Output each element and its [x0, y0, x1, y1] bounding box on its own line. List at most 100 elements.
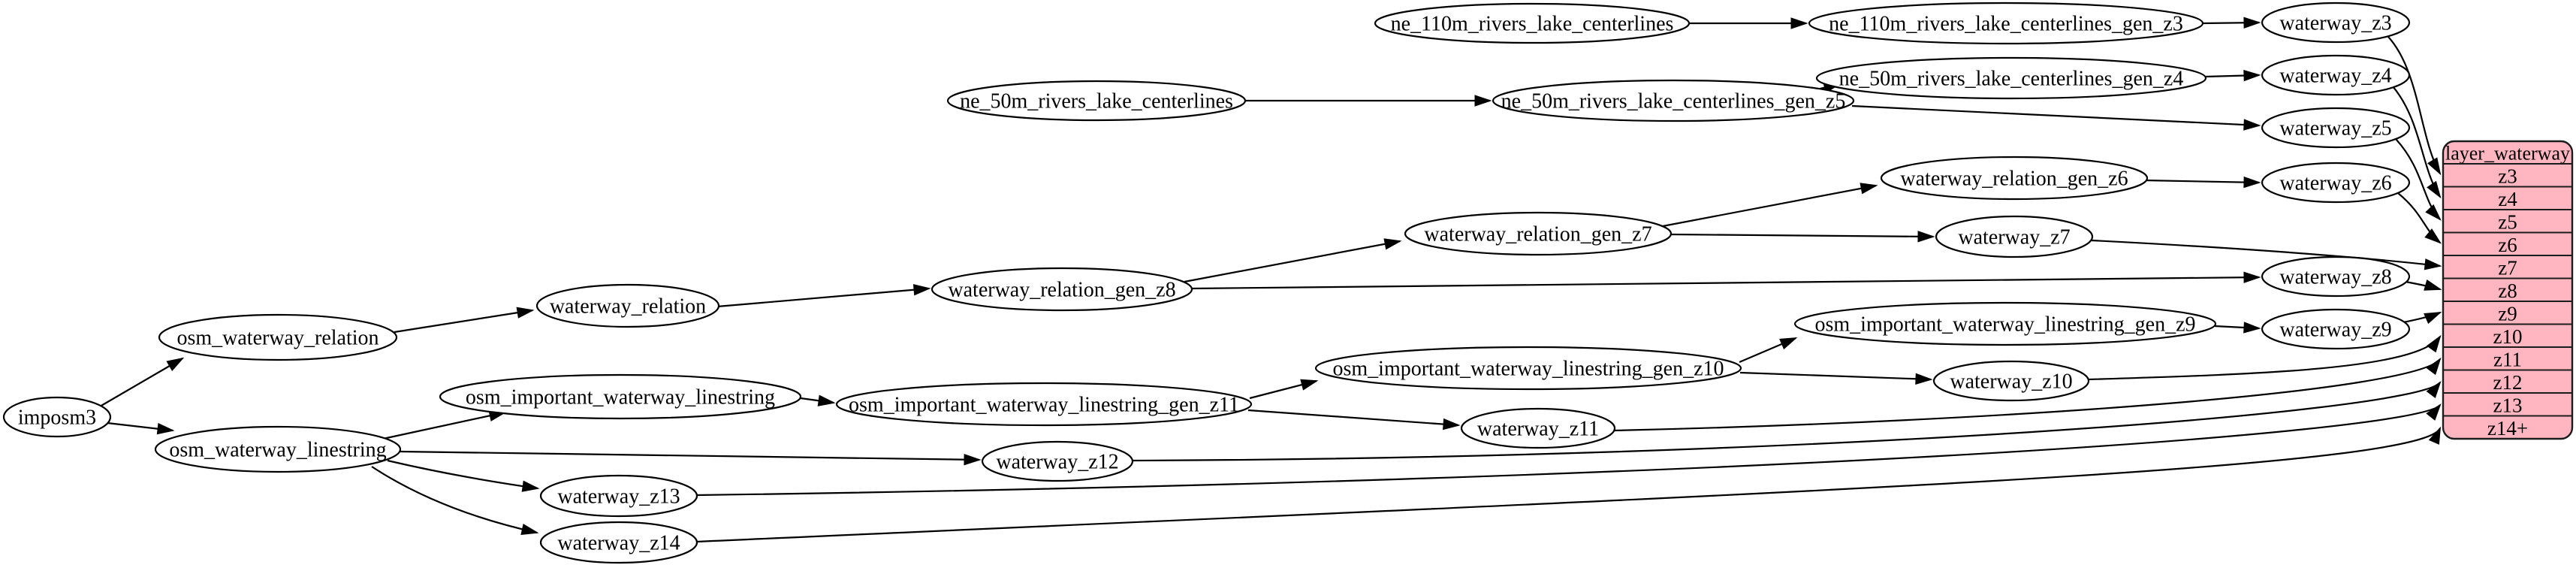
node-osm_important_waterway_linestring_gen_z9-ellipse	[1793, 301, 2217, 346]
table-row-z7: z7	[2498, 256, 2517, 279]
node-waterway_z6-ellipse	[2261, 162, 2411, 204]
edge-waterway_relation_gen_z6-to-waterway_z6	[2143, 176, 2261, 189]
node-waterway_z4-ellipse	[2261, 54, 2411, 96]
edge-waterway_z4-to-layer_waterway:z4	[2392, 86, 2442, 199]
node-waterway_z3-label: waterway_z3	[2279, 12, 2391, 35]
node-osm_important_waterway_linestring-label: osm_important_waterway_linestring	[466, 386, 775, 409]
node-waterway_relation-ellipse	[535, 283, 720, 328]
edge-waterway_z9-to-layer_waterway:z9	[2403, 311, 2442, 325]
edge-waterway_z13-to-layer_waterway:z13	[696, 403, 2442, 497]
edge-osm_waterway_linestring-to-waterway_z12	[400, 450, 982, 466]
node-waterway_relation-label: waterway_relation	[550, 295, 706, 319]
edges-layer	[99, 17, 2442, 543]
node-waterway_z3-ellipse	[2261, 2, 2411, 44]
node-waterway_z10: waterway_z10	[1932, 360, 2090, 402]
node-waterway_z8-ellipse	[2261, 255, 2411, 298]
edge-osm_waterway_linestring-to-osm_important_waterway_linestring	[382, 409, 507, 440]
node-ne_50m_rivers_lake_centerlines-ellipse	[946, 80, 1247, 122]
table-row-z11: z11	[2493, 348, 2522, 370]
edge-imposm3-to-osm_waterway_linestring	[107, 421, 175, 435]
node-ne_50m_rivers_lake_centerlines_gen_z4: ne_50m_rivers_lake_centerlines_gen_z4	[1815, 56, 2207, 100]
edge-waterway_z5-to-layer_waterway:z5	[2395, 138, 2442, 221]
node-osm_waterway_linestring-label: osm_waterway_linestring	[169, 439, 386, 462]
node-waterway_z9-label: waterway_z9	[2279, 319, 2391, 342]
node-waterway_z12-label: waterway_z12	[996, 451, 1118, 474]
node-ne_50m_rivers_lake_centerlines_gen_z5-ellipse	[1492, 79, 1855, 122]
edge-osm_important_waterway_linestring_gen_z10-to-osm_important_waterway_linestring_gen_z9	[1739, 337, 1798, 364]
edge-waterway_z14-to-layer_waterway:z14+	[696, 426, 2442, 543]
node-ne_50m_rivers_lake_centerlines-label: ne_50m_rivers_lake_centerlines	[960, 90, 1233, 113]
node-osm_important_waterway_linestring_gen_z10-label: osm_important_waterway_linestring_gen_z1…	[1333, 358, 1724, 381]
node-waterway_z6-label: waterway_z6	[2279, 172, 2391, 195]
node-waterway_z12: waterway_z12	[981, 440, 1134, 482]
node-waterway_relation: waterway_relation	[535, 283, 720, 328]
table-row-z3: z3	[2498, 165, 2517, 187]
node-waterway_z4-label: waterway_z4	[2279, 65, 2391, 88]
edge-waterway_z3-to-layer_waterway:z3	[2387, 36, 2442, 176]
node-waterway_z5: waterway_z5	[2261, 107, 2411, 149]
node-waterway_relation_gen_z6-ellipse	[1880, 156, 2149, 201]
edge-waterway_relation_gen_z8-to-waterway_z8	[1190, 271, 2261, 290]
node-ne_110m_rivers_lake_centerlines_gen_z3: ne_110m_rivers_lake_centerlines_gen_z3	[1808, 2, 2204, 45]
edge-osm_waterway_linestring-to-waterway_z13	[387, 459, 540, 492]
node-waterway_z5-ellipse	[2261, 107, 2411, 149]
node-osm_waterway_relation-label: osm_waterway_relation	[176, 327, 379, 350]
layer-waterway-table-title: layer_waterway	[2445, 143, 2570, 165]
node-waterway_z5-label: waterway_z5	[2279, 117, 2391, 140]
node-waterway_z13-label: waterway_z13	[557, 485, 680, 509]
node-ne_110m_rivers_lake_centerlines: ne_110m_rivers_lake_centerlines	[1374, 2, 1691, 44]
node-waterway_relation_gen_z7-label: waterway_relation_gen_z7	[1424, 223, 1651, 246]
node-waterway_z3: waterway_z3	[2261, 2, 2411, 44]
node-waterway_z8: waterway_z8	[2261, 255, 2411, 298]
node-waterway_z4: waterway_z4	[2261, 54, 2411, 96]
node-waterway_z14: waterway_z14	[539, 521, 698, 564]
node-waterway_z6: waterway_z6	[2261, 162, 2411, 204]
table-row-z6: z6	[2498, 234, 2517, 256]
node-osm_waterway_relation: osm_waterway_relation	[158, 313, 398, 361]
node-waterway_z12-ellipse	[981, 440, 1134, 482]
node-waterway_z13-ellipse	[539, 474, 698, 518]
node-ne_50m_rivers_lake_centerlines_gen_z5: ne_50m_rivers_lake_centerlines_gen_z5	[1492, 79, 1855, 122]
node-waterway_z7-label: waterway_z7	[1958, 226, 2070, 249]
node-osm_important_waterway_linestring_gen_z9: osm_important_waterway_linestring_gen_z9	[1793, 301, 2217, 346]
node-imposm3-label: imposm3	[18, 406, 96, 430]
table-row-z9: z9	[2498, 302, 2517, 325]
edge-waterway_relation_gen_z7-to-waterway_relation_gen_z6	[1662, 183, 1878, 228]
table-row-z13: z13	[2493, 394, 2523, 416]
edge-osm_important_waterway_linestring_gen_z9-to-waterway_z9	[2214, 322, 2261, 334]
node-ne_50m_rivers_lake_centerlines_gen_z5-label: ne_50m_rivers_lake_centerlines_gen_z5	[1501, 90, 1846, 113]
table-row-z12: z12	[2493, 371, 2523, 394]
edge-osm_important_waterway_linestring-to-osm_important_waterway_linestring_gen_z11	[800, 394, 836, 406]
node-osm_important_waterway_linestring-ellipse	[439, 373, 802, 420]
edge-imposm3-to-osm_waterway_relation	[99, 357, 185, 407]
edge-ne_50m_rivers_lake_centerlines_gen_z4-to-waterway_z4	[2205, 69, 2261, 82]
node-waterway_z14-label: waterway_z14	[557, 532, 680, 555]
node-osm_waterway_relation-ellipse	[158, 313, 398, 361]
node-waterway_z11-ellipse	[1460, 407, 1616, 449]
table-row-z8: z8	[2498, 279, 2517, 302]
edge-waterway_z10-to-layer_waterway:z10	[2088, 334, 2442, 381]
node-waterway_z7-ellipse	[1935, 215, 2094, 258]
edge-osm_important_waterway_linestring_gen_z10-to-waterway_z10	[1739, 371, 1933, 385]
edge-osm_waterway_linestring-to-waterway_z14	[371, 466, 539, 536]
node-ne_50m_rivers_lake_centerlines_gen_z4-ellipse	[1815, 56, 2207, 100]
node-waterway_relation_gen_z8-ellipse	[931, 267, 1193, 312]
node-waterway_z9-ellipse	[2261, 308, 2411, 350]
edge-waterway_relation-to-waterway_relation_gen_z8	[716, 284, 931, 308]
table-row-z10: z10	[2493, 325, 2523, 348]
node-ne_110m_rivers_lake_centerlines-label: ne_110m_rivers_lake_centerlines	[1391, 13, 1674, 36]
node-ne_110m_rivers_lake_centerlines_gen_z3-label: ne_110m_rivers_lake_centerlines_gen_z3	[1829, 13, 2183, 36]
node-waterway_z11: waterway_z11	[1460, 407, 1616, 449]
node-osm_waterway_linestring-ellipse	[154, 425, 402, 473]
edge-osm_important_waterway_linestring_gen_z11-to-waterway_z11	[1247, 409, 1461, 431]
node-waterway_relation_gen_z6-label: waterway_relation_gen_z6	[1900, 168, 2128, 191]
edge-osm_important_waterway_linestring_gen_z11-to-osm_important_waterway_linestring_gen_z10	[1249, 379, 1319, 400]
edge-waterway_z7-to-layer_waterway:z7	[2091, 239, 2442, 270]
edge-ne_50m_rivers_lake_centerlines_gen_z5-to-waterway_z5	[1851, 104, 2261, 131]
node-imposm3: imposm3	[2, 396, 112, 438]
node-osm_important_waterway_linestring_gen_z10-ellipse	[1314, 346, 1742, 391]
node-osm_important_waterway_linestring: osm_important_waterway_linestring	[439, 373, 802, 420]
node-osm_waterway_linestring: osm_waterway_linestring	[154, 425, 402, 473]
edge-waterway_z8-to-layer_waterway:z8	[2405, 279, 2442, 291]
